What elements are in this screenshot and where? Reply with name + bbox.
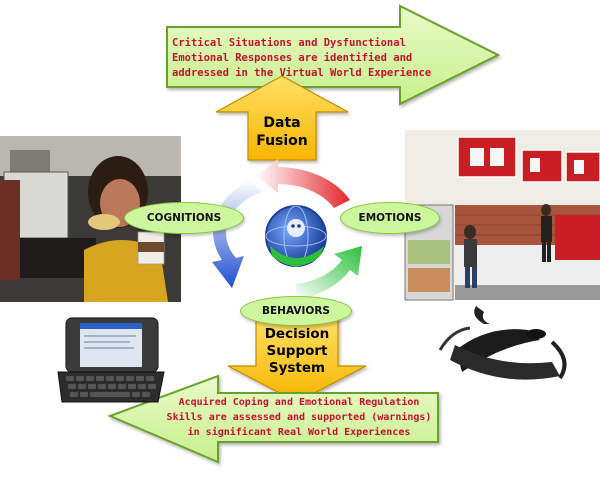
emotions-label: EMOTIONS	[358, 212, 422, 224]
data-fusion-label: Data Fusion	[248, 114, 316, 150]
photo-video-glasses	[438, 306, 567, 380]
cognitions-node: COGNITIONS	[124, 202, 244, 234]
top-right-arrow	[166, 4, 501, 106]
cognitions-label: COGNITIONS	[146, 212, 222, 224]
top-arrow-text: Critical Situations and Dysfunctional Em…	[172, 36, 432, 81]
decision-support-line-1: Decision	[264, 326, 330, 342]
behaviors-label: BEHAVIORS	[262, 305, 330, 317]
bottom-arrow-line-1: Acquired Coping and Emotional Regulation	[178, 397, 420, 408]
data-fusion-line-2: Fusion	[256, 133, 308, 149]
bottom-arrow-text: Acquired Coping and Emotional Regulation…	[166, 395, 432, 440]
bottom-arrow-line-3: in significant Real World Experiences	[187, 427, 411, 438]
decision-support-line-3: System	[268, 360, 326, 376]
photo-smartphone	[57, 317, 165, 403]
data-fusion-line-1: Data	[263, 115, 301, 131]
globe-logo	[265, 205, 327, 267]
bottom-left-arrow	[107, 374, 439, 464]
top-arrow-line-3: addressed in the Virtual World Experienc…	[172, 67, 432, 79]
blue-cycle-arrow	[212, 180, 262, 288]
bottom-arrow-line-2: Skills are assessed and supported (warni…	[166, 412, 432, 423]
decision-support-line-2: Support	[266, 343, 328, 359]
data-fusion-up-arrow	[215, 75, 349, 161]
behaviors-node: BEHAVIORS	[240, 296, 352, 326]
top-arrow-line-2: Emotional Responses are identified and	[172, 52, 413, 64]
decision-support-down-arrow	[227, 315, 367, 403]
top-arrow-line-1: Critical Situations and Dysfunctional	[172, 37, 406, 49]
decision-support-label: Decision Support System	[252, 326, 342, 377]
red-cycle-arrow	[256, 159, 350, 208]
green-cycle-arrow	[296, 246, 362, 300]
photo-woman-eating	[0, 136, 181, 302]
emotions-node: EMOTIONS	[340, 202, 440, 234]
